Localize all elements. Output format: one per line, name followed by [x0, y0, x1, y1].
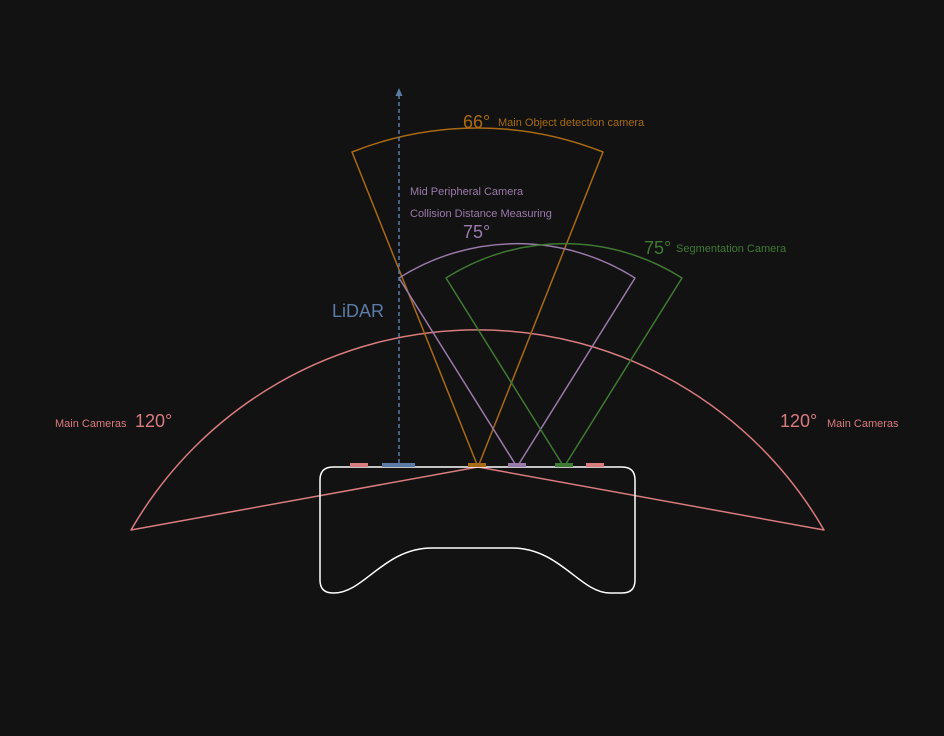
object-detection-fov — [351, 127, 604, 468]
mid-peripheral-fov — [398, 243, 636, 468]
main-cameras-fov — [130, 329, 825, 531]
left-main-cameras-angle: 120° — [135, 411, 172, 431]
robot-body — [319, 466, 636, 594]
segmentation-fov — [445, 243, 683, 468]
lidar-arrow-head — [395, 88, 403, 96]
right-main-cameras-angle: 120° — [780, 411, 817, 431]
mid-peripheral-label: Mid Peripheral Camera — [410, 186, 524, 198]
mid-peripheral-angle: 75° — [463, 222, 490, 242]
collision-label: Collision Distance Measuring — [410, 208, 552, 220]
mid-peripheral-sensor — [508, 463, 526, 467]
lidar-label: LiDAR — [332, 301, 384, 321]
left-main-camera-sensor — [350, 463, 368, 467]
segmentation-sensor — [555, 463, 573, 467]
segmentation-angle: 75° — [644, 238, 671, 258]
left-main-cameras-label: Main Cameras — [55, 418, 127, 430]
lidar-sensor — [382, 463, 415, 467]
object-detection-label: Main Object detection camera — [498, 117, 645, 129]
segmentation-label: Segmentation Camera — [676, 243, 787, 255]
object-detection-sensor — [468, 463, 486, 467]
right-main-camera-sensor — [586, 463, 604, 467]
right-main-cameras-label: Main Cameras — [827, 418, 899, 430]
object-detection-angle: 66° — [463, 112, 490, 132]
